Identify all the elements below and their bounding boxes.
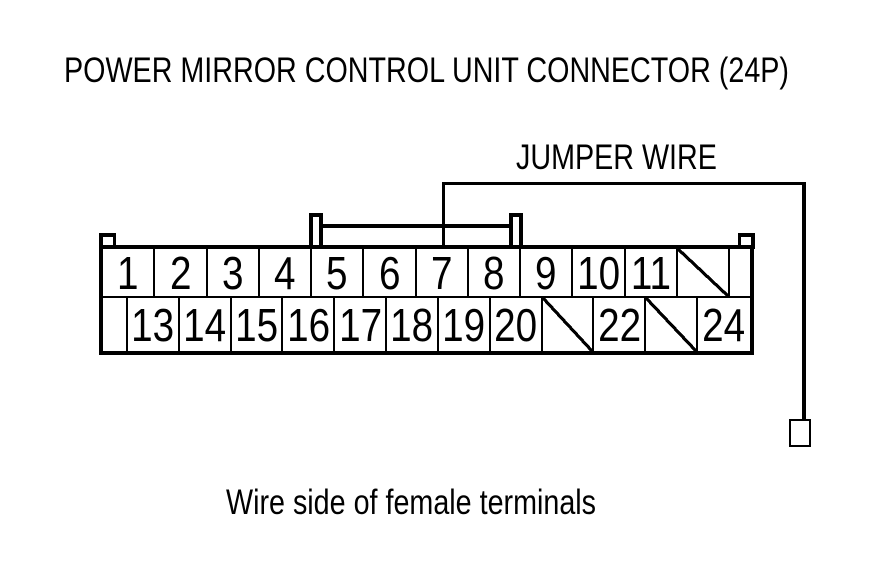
pin-number: 16 xyxy=(286,298,330,351)
pin-number: 3 xyxy=(221,246,244,299)
pin-number: 11 xyxy=(630,246,671,299)
unused-pin-cell xyxy=(542,298,595,351)
pin-number: 7 xyxy=(430,246,453,299)
pin-number: 10 xyxy=(576,246,620,299)
jumper-wire-horizontal-line xyxy=(442,182,806,185)
pin-cell-8: 8 xyxy=(468,246,521,299)
pin-cell-7: 7 xyxy=(416,246,469,299)
unused-pin-cell xyxy=(677,249,730,296)
pin-cell-16: 16 xyxy=(283,298,336,351)
pin-number: 20 xyxy=(494,298,538,351)
caption: Wire side of female terminals xyxy=(226,483,597,522)
latch-bar xyxy=(321,224,511,228)
pin-number: 8 xyxy=(483,246,505,299)
pin-cell-19: 19 xyxy=(438,298,491,351)
pin-number: 17 xyxy=(338,298,382,351)
pin-number: 1 xyxy=(117,246,139,299)
pin-number: 5 xyxy=(326,246,348,299)
pin-cell-13: 13 xyxy=(128,298,180,351)
pin-cell-11: 11 xyxy=(625,246,678,299)
pin-cell-24: 24 xyxy=(698,298,750,351)
pin-number: 4 xyxy=(274,246,296,299)
pin-number: 2 xyxy=(169,246,192,299)
pin-cell-14: 14 xyxy=(179,298,232,351)
pin-cell-10: 10 xyxy=(573,246,626,299)
pin-cell-5: 5 xyxy=(312,246,365,299)
pin-cell-18: 18 xyxy=(387,298,439,351)
jumper-wire-label: JUMPER WIRE xyxy=(516,138,717,177)
jumper-wire-drop-right xyxy=(802,182,806,420)
pin-number: 13 xyxy=(131,298,175,351)
latch-tab-left xyxy=(309,213,323,249)
blank-end-cell xyxy=(730,249,750,296)
pin-cell-20: 20 xyxy=(490,298,543,351)
jumper-wire-drop-to-pin7 xyxy=(442,182,445,249)
pin-cell-22: 22 xyxy=(594,298,647,351)
pin-cell-4: 4 xyxy=(259,246,312,299)
pin-cell-2: 2 xyxy=(155,246,208,299)
pin-number: 14 xyxy=(183,298,227,351)
unused-pin-cell xyxy=(646,298,699,351)
pin-number: 15 xyxy=(235,298,279,351)
pin-number: 9 xyxy=(535,246,557,299)
pin-number: 6 xyxy=(378,246,401,299)
pin-cell-3: 3 xyxy=(207,246,260,299)
pin-number: 18 xyxy=(390,298,434,351)
jumper-terminal-square xyxy=(789,419,811,447)
pin-cell-15: 15 xyxy=(231,298,284,351)
pin-number: 19 xyxy=(442,298,486,351)
blank-end-cell xyxy=(103,298,128,351)
pin-number: 24 xyxy=(702,298,746,351)
pin-cell-9: 9 xyxy=(521,246,574,299)
pin-cell-1: 1 xyxy=(103,246,156,299)
page-title: POWER MIRROR CONTROL UNIT CONNECTOR (24P… xyxy=(64,51,789,90)
pin-cell-6: 6 xyxy=(364,246,417,299)
pin-number: 22 xyxy=(597,298,641,351)
latch-tab-right xyxy=(509,213,523,249)
pin-cell-17: 17 xyxy=(335,298,388,351)
